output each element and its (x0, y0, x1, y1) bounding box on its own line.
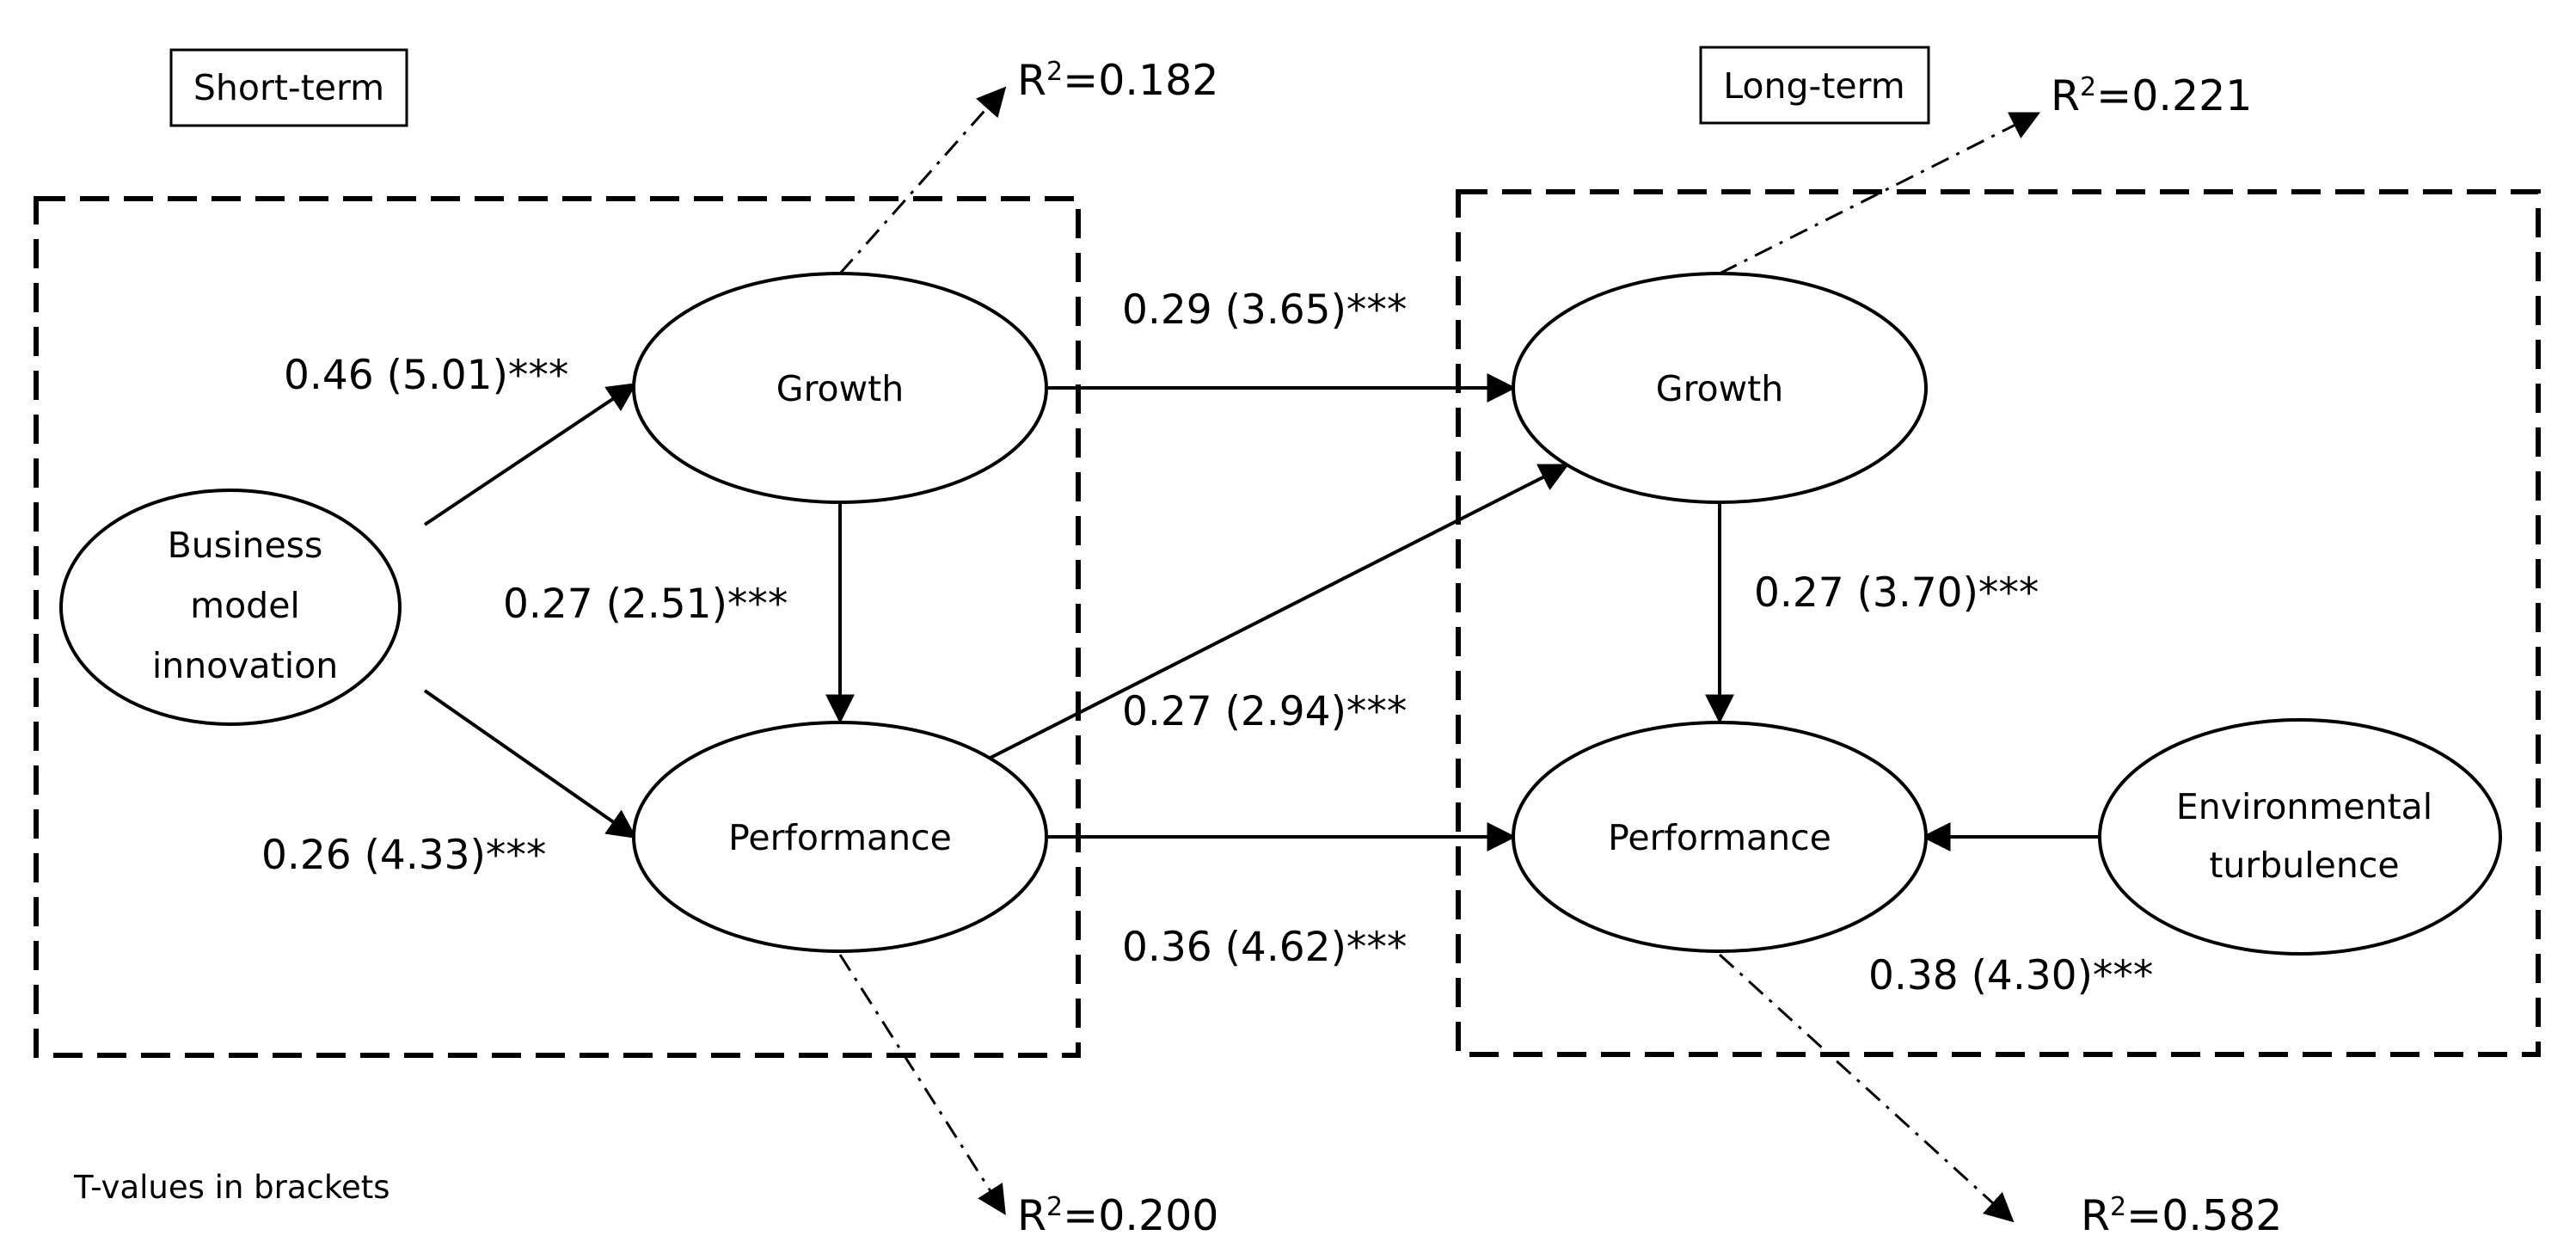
long-term-group-box (1456, 189, 2541, 1057)
arrow-bmi-to-st-growth (423, 383, 637, 526)
short-term-label: Short-term (193, 67, 384, 108)
arrow-st-performance-to-lt-growth (986, 464, 1570, 761)
coef-st-growth-to-lt-growth: 0.29 (3.65)*** (1122, 286, 1407, 334)
node-environmental-turbulence (2098, 718, 2502, 956)
coef-env-to-lt-performance: 0.38 (4.30)*** (1868, 952, 2153, 999)
long-term-label: Long-term (1723, 65, 1904, 107)
node-label-bmi-line1: Business (168, 525, 323, 566)
node-lt-performance (1512, 721, 1928, 953)
node-business-model-innovation (59, 489, 402, 726)
node-label-bmi-line2: model (190, 585, 300, 626)
r2-arrow-st-growth (838, 86, 1007, 274)
coef-st-performance-to-lt-growth: 0.27 (2.94)*** (1122, 688, 1407, 735)
r2-lt-growth: R2=0.221 (2051, 71, 2252, 120)
arrow-bmi-to-st-performance (423, 689, 637, 839)
node-label-st-performance: Performance (728, 817, 952, 858)
node-label-env-line2: turbulence (2209, 845, 2399, 886)
node-label-env-line1: Environmental (2176, 786, 2432, 827)
coef-bmi-to-st-growth: 0.46 (5.01)*** (284, 352, 568, 399)
node-st-growth (632, 272, 1048, 504)
r2-lt-performance: R2=0.582 (2081, 1191, 2282, 1240)
r2-arrow-st-performance (838, 954, 1006, 1215)
coef-st-performance-to-lt-performance: 0.36 (4.62)*** (1122, 924, 1407, 971)
t-values-note: T-values in brackets (73, 1169, 390, 1206)
short-term-label-box (169, 48, 408, 127)
coef-bmi-to-st-performance: 0.26 (4.33)*** (261, 832, 546, 879)
node-label-lt-performance: Performance (1608, 817, 1831, 858)
coef-lt-growth-to-lt-performance: 0.27 (3.70)*** (1754, 569, 2039, 617)
long-term-label-box (1699, 46, 1930, 125)
node-label-lt-growth: Growth (1656, 368, 1783, 409)
node-label-st-growth: Growth (776, 368, 904, 409)
r2-arrow-lt-performance (1718, 953, 2015, 1223)
r2-st-growth: R2=0.182 (1017, 56, 1218, 105)
node-st-performance (632, 721, 1048, 953)
r2-st-performance: R2=0.200 (1017, 1191, 1218, 1240)
coef-st-growth-to-st-performance: 0.27 (2.51)*** (503, 581, 788, 628)
node-label-bmi-line3: innovation (152, 645, 338, 686)
node-lt-growth (1512, 272, 1928, 504)
short-term-group-box (34, 196, 1081, 1058)
